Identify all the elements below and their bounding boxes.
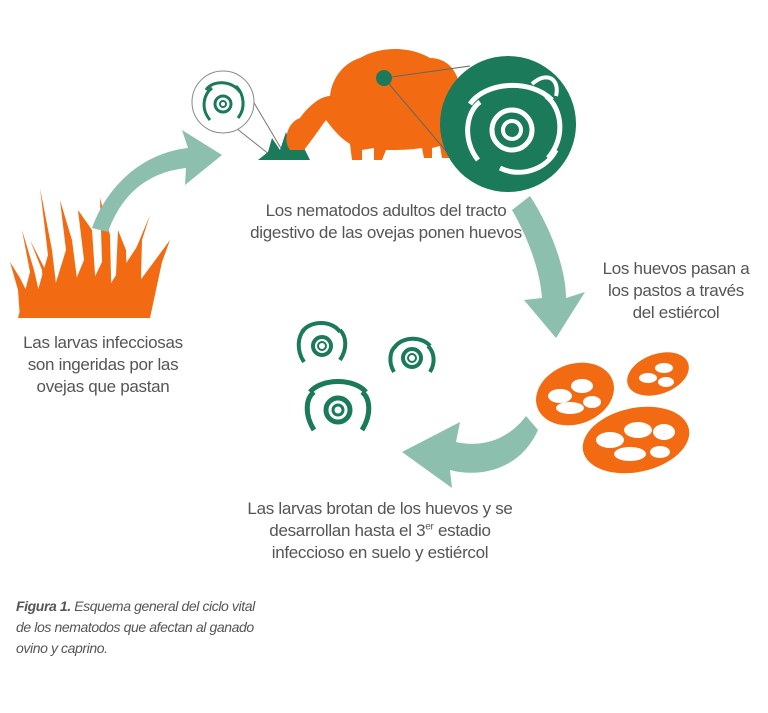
label-text: estadio: [433, 521, 491, 540]
grass-icon: [10, 188, 170, 318]
egg-icon: [536, 362, 614, 426]
label-line: desarrollan hasta el 3er estadio: [230, 520, 530, 542]
sheep-icon: [286, 49, 469, 160]
label-line: infeccioso en suelo y estiércol: [271, 543, 489, 562]
caption-line: Figura 1. Esquema general del ciclo vita…: [16, 596, 316, 617]
arrow-hatch: [402, 416, 538, 488]
grass-icon: [258, 132, 310, 160]
egg-icon: [627, 352, 689, 396]
label-line: Las larvas brotan de los huevos y se: [247, 499, 513, 518]
label-line: Los huevos pasan a: [602, 259, 750, 278]
zoom-line: [383, 77, 453, 159]
arrow-eggs: [512, 196, 585, 338]
larva-icon: [296, 321, 348, 364]
label-superscript: er: [425, 521, 434, 533]
zoom-line: [383, 65, 471, 79]
zoom-point: [376, 70, 392, 86]
larva-icon: [388, 336, 436, 374]
label-line: del estiércol: [632, 303, 720, 322]
label-line: ovejas que pastan: [36, 377, 170, 396]
label-text: desarrollan hasta el 3: [269, 521, 426, 540]
egg-icon: [582, 406, 690, 474]
caption-text: Esquema general del ciclo vital: [70, 598, 255, 614]
label-line: Las larvas infecciosas: [23, 333, 183, 352]
arrow-ingest: [92, 130, 222, 232]
label-line: son ingeridas por las: [27, 355, 179, 374]
label-ingest: Las larvas infecciosas son ingeridas por…: [8, 332, 198, 398]
caption-line: ovino y caprino.: [16, 640, 108, 656]
label-eggs: Los huevos pasan a los pastos a través d…: [596, 258, 756, 324]
figure-caption: Figura 1. Esquema general del ciclo vita…: [16, 596, 316, 659]
caption-label: Figura 1.: [16, 598, 71, 614]
label-line: digestivo de las ovejas ponen huevos: [250, 223, 522, 242]
larva-icon: [304, 379, 372, 432]
nematode-icon: [191, 70, 283, 156]
label-hatch: Las larvas brotan de los huevos y se des…: [230, 498, 530, 564]
nematode-icon: [440, 56, 576, 192]
caption-line: de los nematodos que afectan al ganado: [16, 619, 254, 635]
label-line: los pastos a través: [607, 281, 745, 300]
label-line: Los nematodos adultos del tracto: [265, 201, 507, 220]
label-adults: Los nematodos adultos del tracto digesti…: [236, 200, 536, 244]
